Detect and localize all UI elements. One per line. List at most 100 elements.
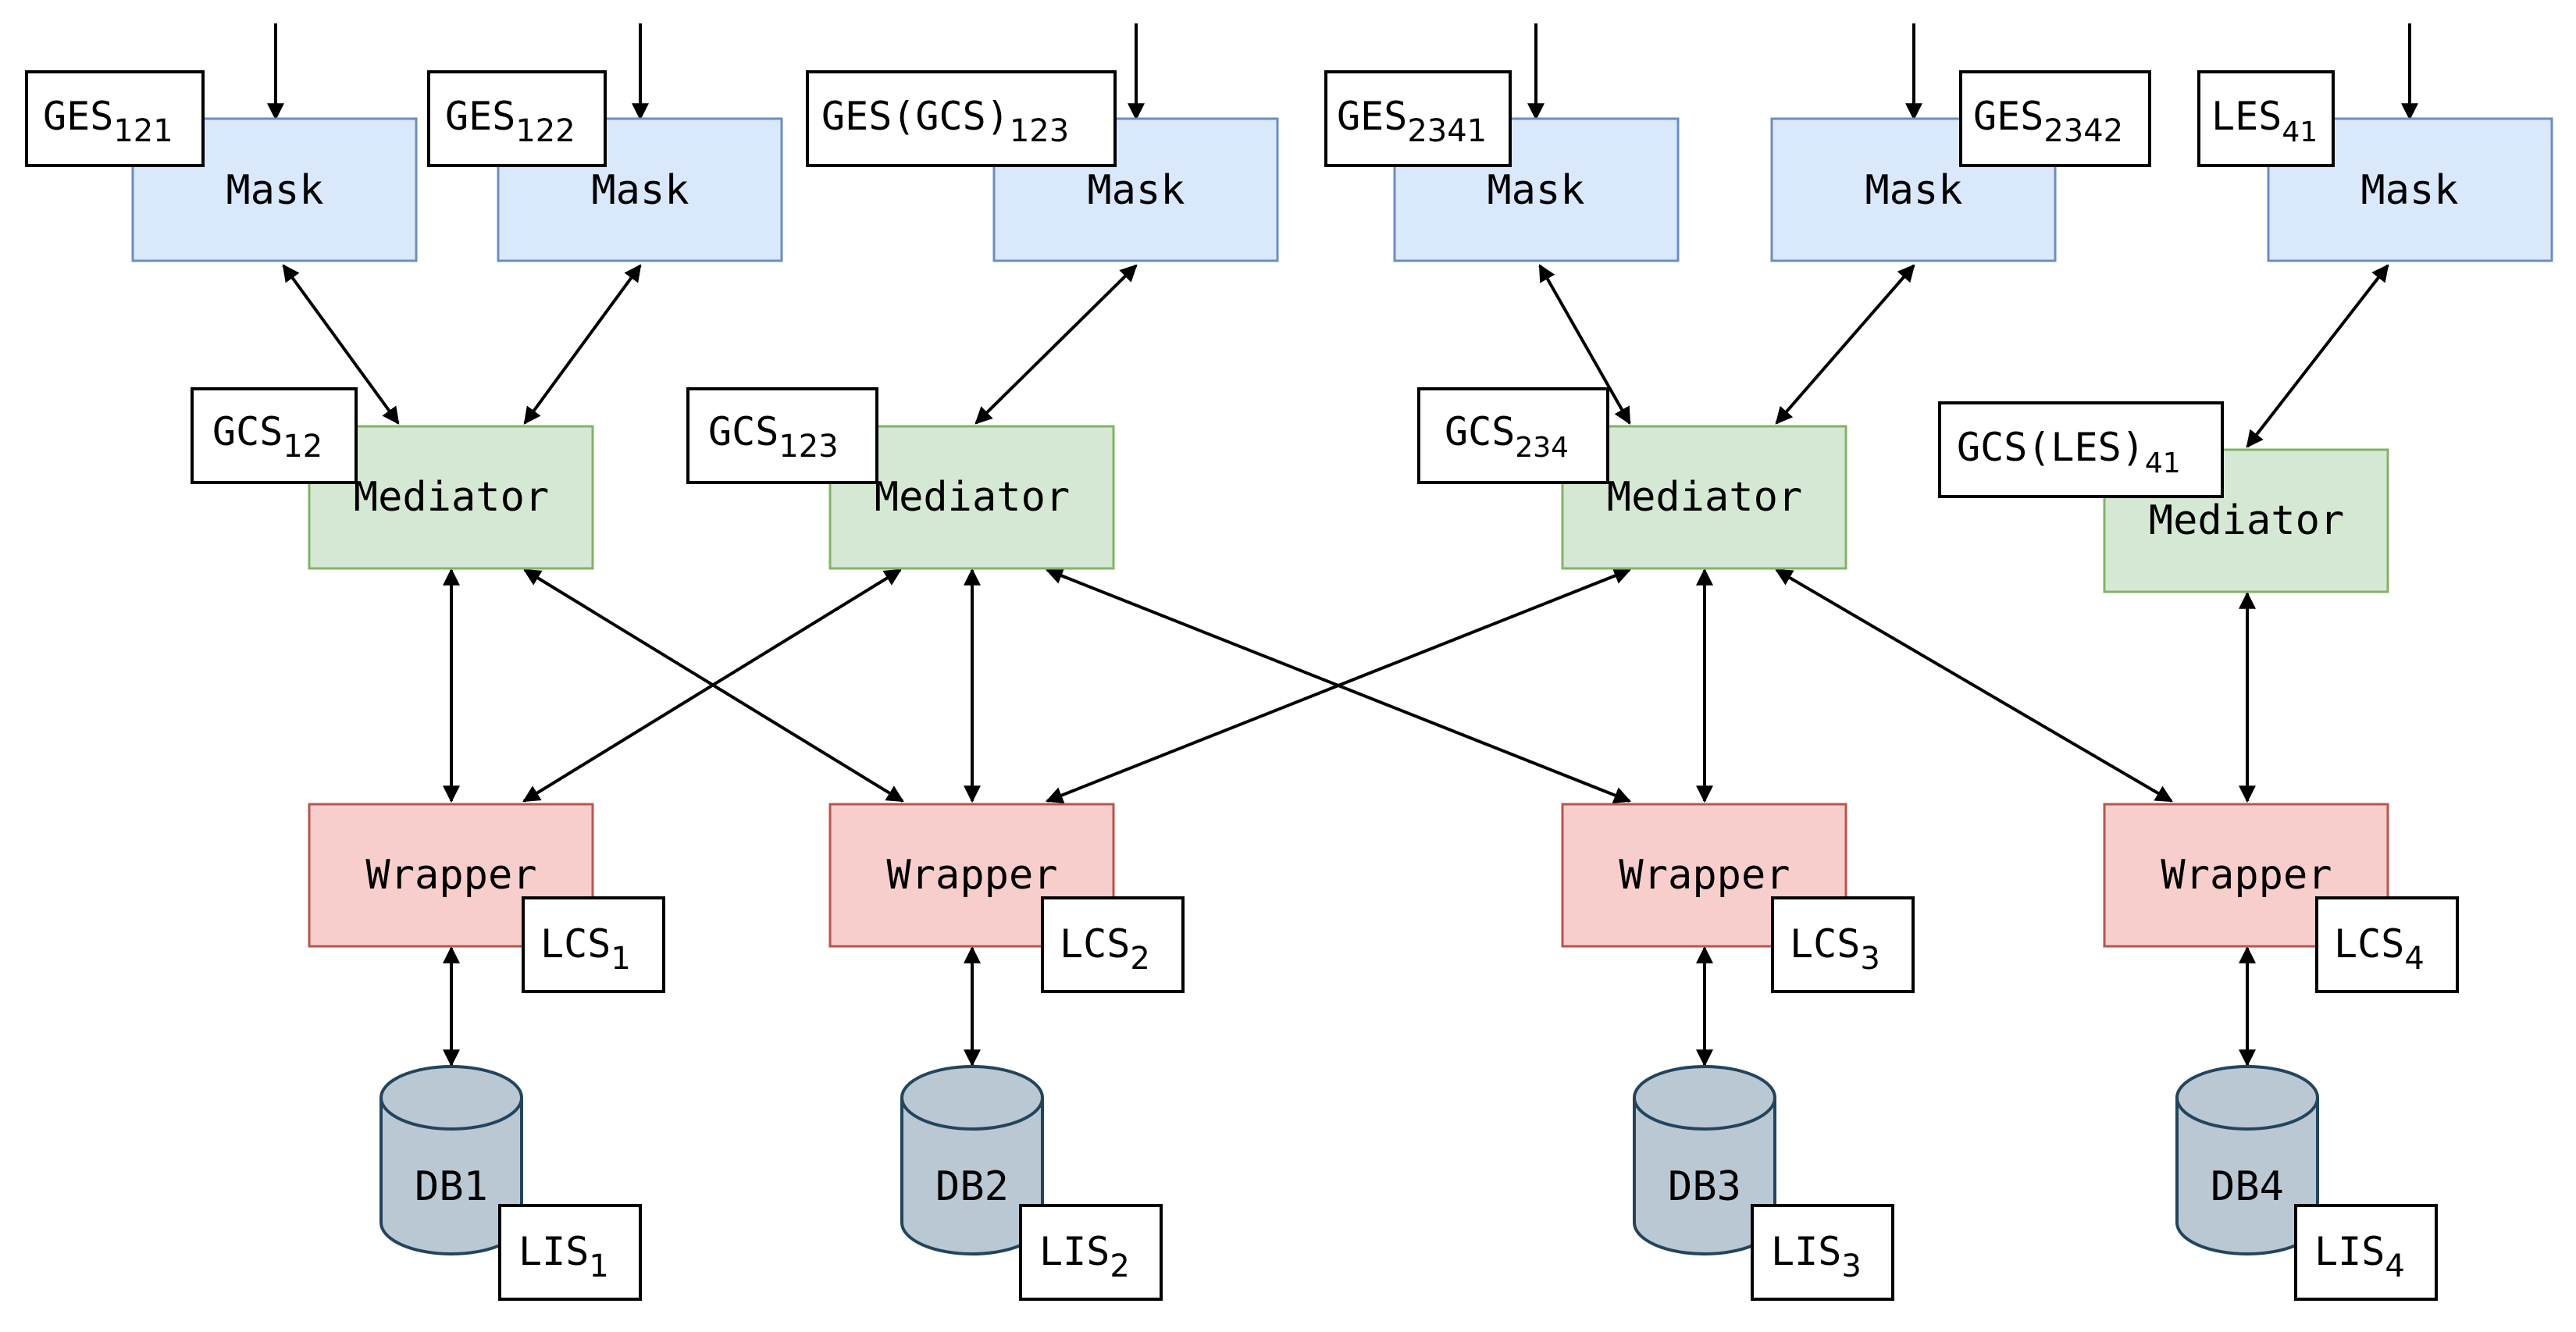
mask-label: Mask	[2360, 167, 2458, 214]
schema-tag-base: LCS	[1060, 921, 1130, 967]
edge-mask1-mediator1	[282, 264, 400, 425]
schema-tag: LCS3	[1771, 896, 1915, 993]
edge-mask6-mediator4	[2246, 264, 2389, 448]
mask-layer: Mask Mask Mask Mask Mask Mask	[131, 117, 2553, 262]
svg-text:LCS4: LCS4	[2334, 921, 2425, 977]
database-cylinder: DB1	[379, 1065, 523, 1255]
schema-tag-subscript: 41	[2145, 447, 2181, 479]
schema-tag-base: GES	[43, 94, 113, 139]
schema-tag-subscript: 2	[1130, 941, 1149, 977]
wrapper-label: Wrapper	[1619, 852, 1790, 899]
schema-tag-subscript: 234	[1515, 432, 1569, 464]
svg-text:LCS1: LCS1	[540, 921, 631, 977]
svg-text:LIS3: LIS3	[1771, 1229, 1862, 1284]
database-label: DB1	[415, 1163, 488, 1210]
svg-text:LIS1: LIS1	[518, 1229, 609, 1284]
schema-tag-subscript: 12	[283, 429, 322, 465]
schema-tags: GES121 GES122 GES(GCS)123 GES2341 GES234…	[25, 70, 2459, 1301]
edge-mediator2-wrapper1	[522, 568, 902, 803]
wrapper-label: Wrapper	[886, 852, 1057, 899]
schema-tag: LCS2	[1041, 896, 1185, 993]
schema-tag-subscript: 4	[2385, 1248, 2404, 1284]
mediator-label: Mediator	[2149, 497, 2344, 544]
svg-text:GCS123: GCS123	[708, 409, 839, 465]
schema-tag-base: GES(GCS)	[821, 94, 1010, 139]
schema-tag-subscript: 3	[1841, 1248, 1861, 1284]
edge-mask2-mediator1	[523, 264, 642, 425]
schema-tag-subscript: 123	[779, 429, 838, 465]
mask-label: Mask	[226, 167, 323, 214]
schema-tag-base: LIS	[2314, 1229, 2385, 1274]
schema-tag: GES2342	[1959, 70, 2151, 167]
schema-tag-base: LCS	[1790, 921, 1860, 967]
schema-tag-base: GCS	[708, 409, 779, 454]
edge-mask5-mediator3	[1775, 264, 1915, 425]
database-label: DB4	[2211, 1163, 2284, 1210]
mediator-layer: Mediator Mediator Mediator Mediator	[308, 425, 2389, 593]
schema-tag-subscript: 2341	[1407, 113, 1487, 149]
schema-tag-base: LIS	[1039, 1229, 1110, 1274]
schema-tag: LIS1	[498, 1204, 642, 1301]
schema-tag: GCS234	[1417, 387, 1609, 484]
schema-tag: GES122	[427, 70, 607, 167]
svg-text:GES122: GES122	[445, 94, 575, 149]
svg-text:GES2342: GES2342	[1973, 94, 2123, 149]
schema-tag-base: GES	[1973, 94, 2043, 139]
schema-tag: LIS2	[1019, 1204, 1163, 1301]
svg-text:LES41: LES41	[2211, 94, 2318, 148]
database-label: DB2	[935, 1163, 1009, 1210]
mediator-box: Mediator	[1561, 425, 1847, 570]
schema-tag-base: LCS	[2334, 921, 2404, 967]
database-label: DB3	[1668, 1163, 1741, 1210]
edge-mediator3-wrapper4	[1775, 568, 2173, 803]
schema-tag-subscript: 1	[589, 1248, 608, 1284]
schema-tag-subscript: 121	[113, 113, 173, 149]
schema-tag-subscript: 123	[1010, 113, 1069, 149]
mask-label: Mask	[1865, 167, 1962, 214]
connectors	[267, 23, 2418, 1067]
schema-tag-base: GES	[1337, 94, 1407, 139]
schema-tag-base: LIS	[518, 1229, 589, 1274]
schema-tag-base: LES	[2211, 94, 2282, 139]
mediator-label: Mediator	[875, 474, 1070, 521]
schema-tag-base: GCS(LES)	[1957, 425, 2145, 470]
svg-text:LIS2: LIS2	[1039, 1229, 1130, 1284]
database-cylinder: DB3	[1633, 1065, 1776, 1255]
schema-tag: LES41	[2197, 70, 2335, 167]
schema-tag-base: LCS	[540, 921, 611, 967]
schema-tag-base: GES	[445, 94, 515, 139]
svg-text:GCS234: GCS234	[1445, 409, 1569, 464]
svg-text:LCS3: LCS3	[1790, 921, 1880, 977]
mask-label: Mask	[591, 167, 689, 214]
schema-tag: GCS(LES)41	[1938, 401, 2224, 498]
mask-label: Mask	[1087, 167, 1185, 214]
schema-tag: GCS12	[191, 387, 358, 484]
schema-tag: GES2341	[1324, 70, 1512, 167]
schema-tag-subscript: 4	[2404, 941, 2424, 977]
schema-tag: LIS4	[2294, 1204, 2438, 1301]
edge-mediator3-wrapper2	[1045, 568, 1632, 803]
database-cylinder: DB2	[900, 1065, 1044, 1255]
svg-text:GES(GCS)123: GES(GCS)123	[821, 94, 1069, 149]
edge-mask3-mediator2	[974, 264, 1138, 425]
mediator-label: Mediator	[1607, 474, 1802, 521]
schema-tag: LCS4	[2315, 896, 2459, 993]
schema-tag-base: GCS	[212, 409, 283, 454]
schema-tag: LIS3	[1751, 1204, 1894, 1301]
schema-tag-subscript: 122	[515, 113, 575, 149]
schema-tag-subscript: 1	[611, 941, 630, 977]
schema-tag: GCS123	[686, 387, 878, 484]
edge-mask4-mediator3	[1538, 264, 1631, 425]
svg-text:GES2341: GES2341	[1337, 94, 1487, 149]
schema-tag: GES(GCS)123	[806, 70, 1117, 167]
database-cylinder: DB4	[2175, 1065, 2319, 1255]
svg-text:GCS12: GCS12	[212, 409, 322, 465]
mediator-label: Mediator	[354, 474, 549, 521]
schema-tag-base: GCS	[1445, 409, 1515, 454]
schema-tag: GES121	[25, 70, 205, 167]
mask-label: Mask	[1487, 167, 1584, 214]
schema-tag-subscript: 3	[1860, 941, 1879, 977]
database-layer: DB1 DB2 DB3 DB4	[379, 1065, 2319, 1255]
svg-text:GCS(LES)41: GCS(LES)41	[1957, 425, 2181, 479]
